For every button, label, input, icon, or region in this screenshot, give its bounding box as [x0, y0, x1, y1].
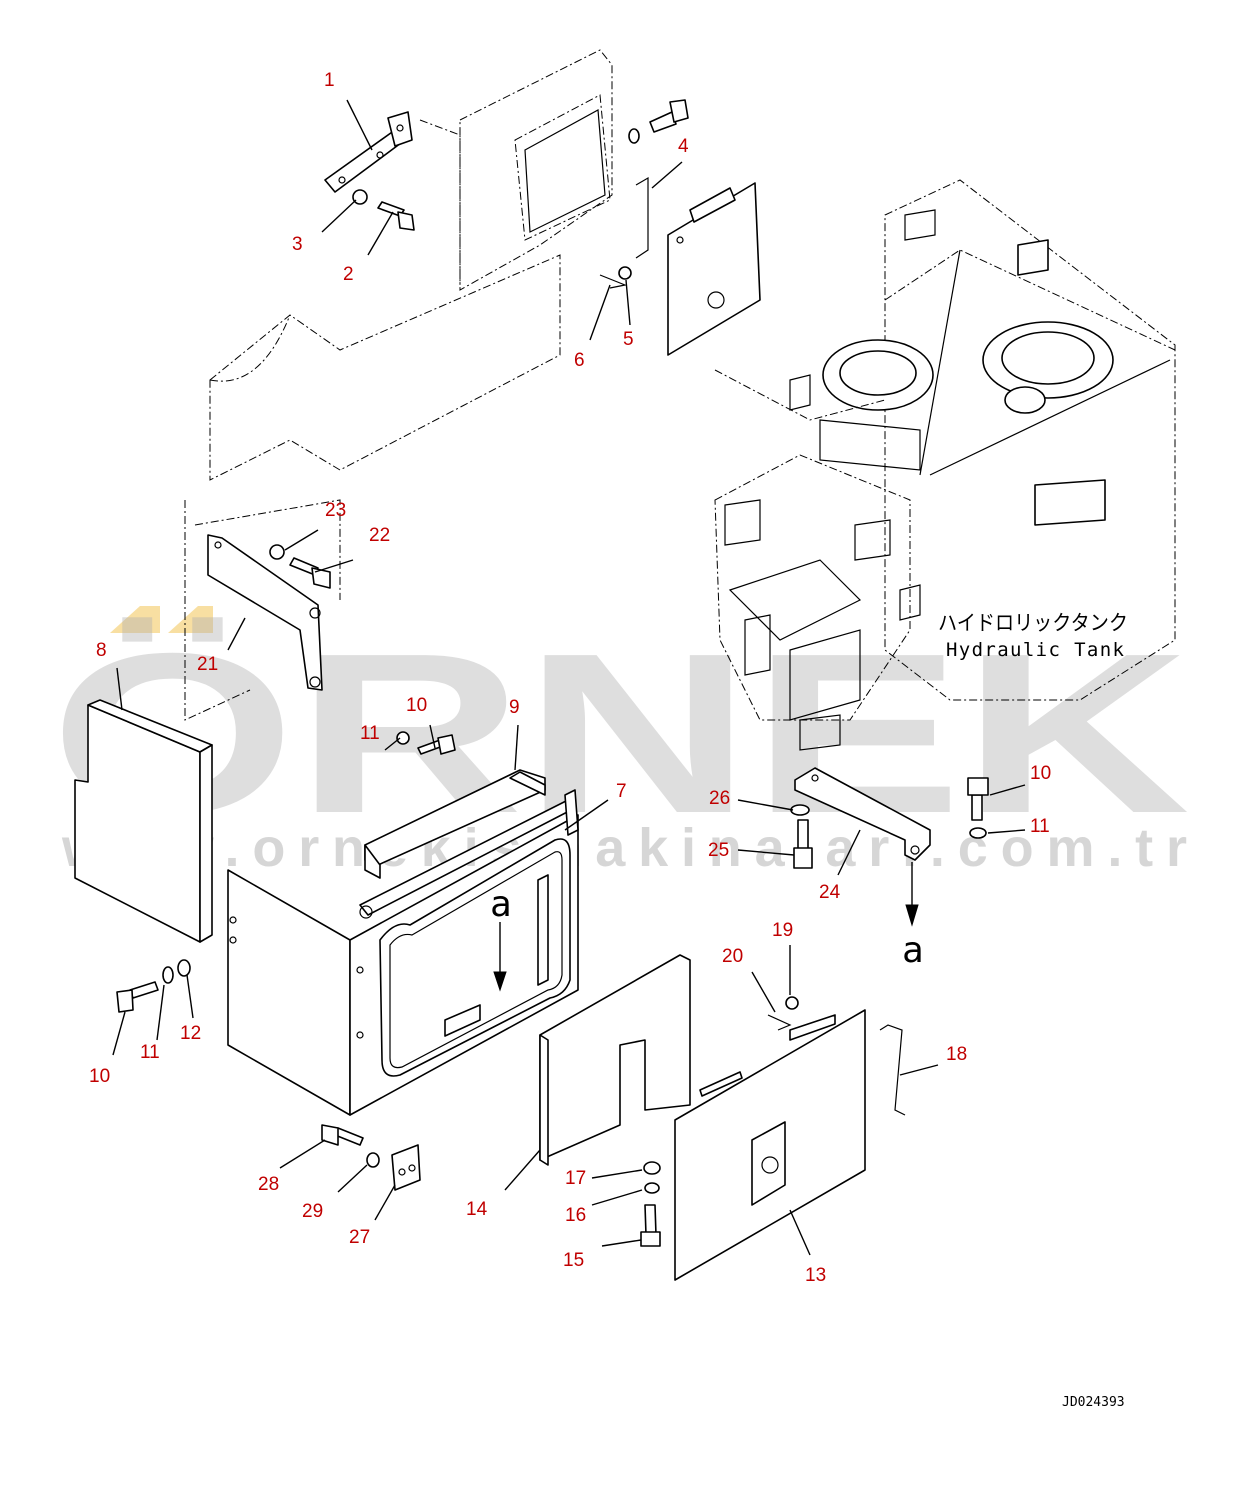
drawing-number: JD024393 [1062, 1395, 1125, 1410]
watermark-accent-right [168, 606, 213, 633]
callout-13: 13 [805, 1265, 826, 1286]
part-19-washer [785, 996, 799, 1010]
callout-27: 27 [349, 1227, 370, 1248]
parts-27-28-29 [321, 1124, 421, 1191]
part-9-channel [364, 769, 546, 879]
callout-1: 1 [324, 70, 335, 91]
view-a-right: a [902, 862, 924, 971]
main-box [227, 814, 579, 1116]
callout-16: 16 [565, 1205, 586, 1226]
callout-11-left: 11 [140, 1042, 160, 1063]
callout-5: 5 [623, 329, 634, 350]
callout-11-right: 11 [1030, 816, 1050, 837]
part-4-rod [635, 176, 649, 259]
bolt-10-left-lower [116, 959, 191, 1013]
bolt-10-left-upper [396, 731, 456, 755]
tank-label-en: Hydraulic Tank [946, 639, 1125, 661]
callout-10-left: 10 [89, 1066, 110, 1087]
part-20-pin [767, 1014, 792, 1031]
callout-11: 11 [360, 723, 380, 744]
leader-lines [112, 99, 1026, 1256]
callout-22: 22 [369, 525, 390, 546]
callout-10-right: 10 [1030, 763, 1051, 784]
part-1-plate [324, 111, 413, 193]
part-2-bolt [377, 201, 415, 231]
tank-cap [1004, 386, 1046, 414]
parts-25-26 [790, 804, 813, 869]
part-24-bracket [794, 767, 931, 861]
upper-frame [184, 49, 613, 721]
tank-label-ja: ハイドロリックタンク [938, 611, 1128, 635]
bolt-10-right [967, 777, 989, 839]
callout-10: 10 [406, 695, 427, 716]
part-3-washer [352, 189, 368, 205]
part-23-washer [269, 544, 285, 560]
watermark-brand: ÖRNEK [50, 607, 1190, 861]
callout-6: 6 [574, 350, 585, 371]
callout-25: 25 [708, 840, 729, 861]
view-a-top: a [490, 884, 512, 992]
callout-26: 26 [709, 788, 730, 809]
callout-3: 3 [292, 234, 303, 255]
callout-14: 14 [466, 1199, 488, 1220]
view-a-label-right: a [902, 930, 924, 971]
callout-18: 18 [946, 1044, 967, 1065]
part-14-spacer [539, 954, 691, 1166]
view-a-label-top: a [490, 884, 512, 925]
callout-17: 17 [565, 1168, 586, 1189]
callout-15: 15 [563, 1250, 584, 1271]
callout-28: 28 [258, 1174, 279, 1195]
part-6-pin [599, 274, 628, 289]
watermark-url: www.ornekismakinalari.com.tr [61, 818, 1187, 878]
callout-19: 19 [772, 920, 793, 941]
callout-2: 2 [343, 264, 354, 285]
callout-23: 23 [325, 500, 346, 521]
part-13-cover [674, 1009, 866, 1281]
callout-9: 9 [509, 697, 520, 718]
callout-7: 7 [616, 781, 627, 802]
callout-4: 4 [678, 136, 689, 157]
top-bolt [628, 99, 689, 144]
watermark-accent-left [110, 606, 160, 633]
part-8-pad [74, 699, 213, 943]
part-21-bracket [207, 534, 323, 691]
callout-24: 24 [819, 882, 841, 903]
callouts: 1 2 3 4 5 6 7 8 9 10 11 12 13 14 15 16 1… [89, 70, 1051, 1286]
callout-20: 20 [722, 946, 743, 967]
parts-15-16-17 [640, 1161, 661, 1247]
callout-8: 8 [96, 640, 107, 661]
hydraulic-tank: ハイドロリックタンク Hydraulic Tank [714, 179, 1176, 751]
part-22-bolt [289, 557, 331, 589]
callout-21: 21 [197, 654, 218, 675]
callout-29: 29 [302, 1201, 323, 1222]
callout-12: 12 [180, 1023, 201, 1044]
part-18-rod [879, 1024, 906, 1116]
part-5-washer [618, 266, 632, 280]
upper-cover [667, 182, 761, 356]
